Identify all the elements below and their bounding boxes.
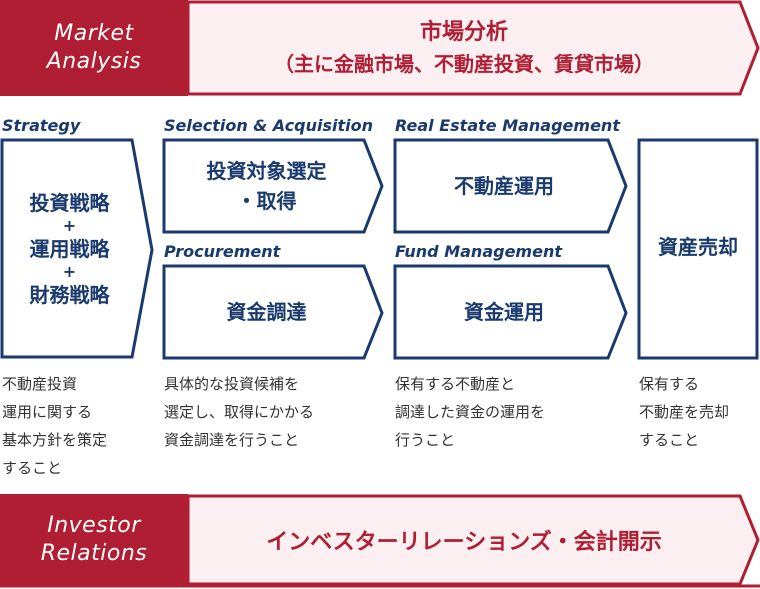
procurement-text: 資金調達 <box>226 300 307 324</box>
fund-desc-line: 行うこと <box>395 431 456 449</box>
strategy-desc-line: 基本方針を策定 <box>2 431 108 449</box>
sale-desc-line: 不動産を売却 <box>639 403 730 421</box>
market-analysis-label: Market Analysis <box>0 0 188 96</box>
real-estate-box-text: 不動産運用 <box>395 140 613 232</box>
selection-arrow-box <box>162 138 384 234</box>
selection-box-text: 投資対象選定 ・取得 <box>164 140 369 232</box>
selection-line2: ・取得 <box>236 189 297 213</box>
fund-desc-line: 保有する不動産と <box>395 375 516 393</box>
market-label-line1: Market <box>54 21 134 46</box>
procurement-box-text: 資金調達 <box>164 266 369 358</box>
procurement-desc-line: 具体的な投資候補を <box>164 375 300 393</box>
real-estate-text: 不動産運用 <box>454 174 554 198</box>
market-analysis-subtitle: （主に金融市場、不動産投資、賃貸市場） <box>274 52 654 76</box>
financial-strategy: 財務戦略 <box>29 282 110 307</box>
strategy-header: Strategy <box>2 116 81 135</box>
investment-strategy: 投資戦略 <box>29 190 110 215</box>
strategy-desc-line: すること <box>2 459 63 477</box>
procurement-desc-line: 資金調達を行うこと <box>164 431 300 449</box>
strategy-box-text: 投資戦略 + 運用戦略 + 財務戦略 <box>2 140 137 357</box>
strategy-description: 不動産投資 運用に関する 基本方針を策定 すること <box>2 370 107 482</box>
procurement-desc-line: 選定し、取得にかかる <box>164 403 315 421</box>
fund-box-text: 資金運用 <box>395 266 613 358</box>
sale-desc-line: 保有する <box>639 375 700 393</box>
top-bar-arrow <box>186 0 760 96</box>
bottom-bar-arrow <box>186 494 760 586</box>
market-label-line2: Analysis <box>46 49 142 74</box>
sale-box <box>637 138 759 360</box>
fund-text: 資金運用 <box>464 300 544 324</box>
strategy-arrow-box <box>0 138 154 359</box>
operation-strategy: 運用戦略 <box>29 236 110 261</box>
sale-text: 資産売却 <box>658 235 738 259</box>
investor-relations-title: インベスターリレーションズ・会計開示 <box>266 530 662 555</box>
investor-relations-content: インベスターリレーションズ・会計開示 <box>188 496 740 584</box>
selection-line1: 投資対象選定 <box>206 159 327 183</box>
ir-label-line1: Investor <box>47 513 141 538</box>
plus-sign: + <box>62 215 77 235</box>
fund-header: Fund Management <box>395 242 562 261</box>
market-analysis-content: 市場分析 （主に金融市場、不動産投資、賃貸市場） <box>188 2 740 94</box>
procurement-description: 具体的な投資候補を 選定し、取得にかかる 資金調達を行うこと <box>164 370 314 454</box>
strategy-desc-line: 不動産投資 <box>2 375 78 393</box>
fund-arrow-box <box>393 264 628 360</box>
procurement-arrow-box <box>162 264 384 360</box>
sale-description: 保有する 不動産を売却 すること <box>639 370 729 454</box>
real-estate-header: Real Estate Management <box>395 116 620 135</box>
sale-box-text: 資産売却 <box>639 140 757 358</box>
sale-desc-line: すること <box>639 431 700 449</box>
plus-sign: + <box>62 261 77 281</box>
market-analysis-title: 市場分析 <box>419 20 508 45</box>
ir-label-line2: Relations <box>40 541 148 566</box>
real-estate-arrow-box <box>393 138 628 234</box>
investor-relations-label: Investor Relations <box>0 494 188 586</box>
strategy-desc-line: 運用に関する <box>2 403 93 421</box>
fund-desc-line: 調達した資金の運用を <box>395 403 546 421</box>
selection-header: Selection & Acquisition <box>164 116 374 135</box>
procurement-header: Procurement <box>164 242 281 261</box>
fund-description: 保有する不動産と 調達した資金の運用を 行うこと <box>395 370 545 454</box>
